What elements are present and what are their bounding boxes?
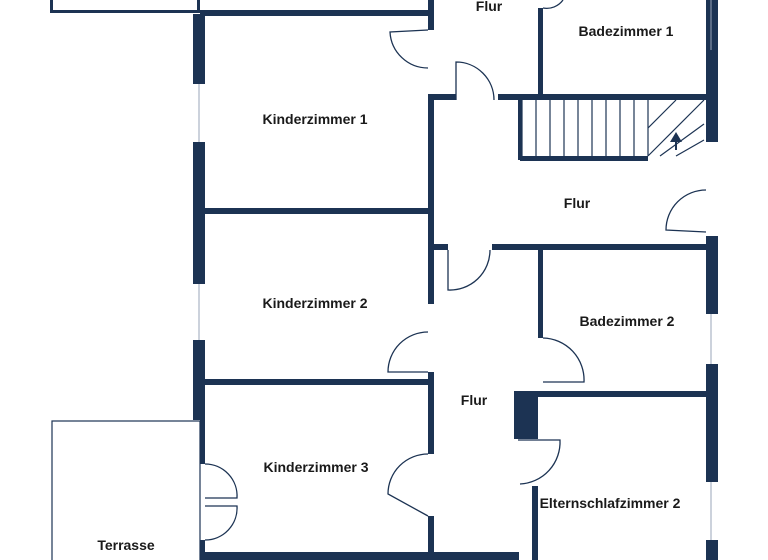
wall-right-5 bbox=[706, 540, 718, 560]
wall-flur-mid-left bbox=[434, 244, 448, 250]
wall-stair-bottom bbox=[520, 156, 648, 161]
wall-center-3 bbox=[428, 372, 434, 454]
wall-eltern-left bbox=[532, 486, 538, 560]
wall-right-4 bbox=[706, 364, 718, 482]
door-right-entrance[interactable] bbox=[665, 189, 707, 233]
wall-top-left-fragment bbox=[50, 0, 53, 13]
door-flur-top[interactable] bbox=[455, 61, 495, 101]
wall-corridor-stub bbox=[434, 94, 456, 100]
wall-right-2 bbox=[706, 50, 718, 142]
room-label-elternschlafzimmer-2: Elternschlafzimmer 2 bbox=[540, 495, 681, 511]
arrow-up-icon bbox=[670, 132, 682, 150]
wall-eltern-block bbox=[514, 391, 538, 439]
wall-flur-mid-bottom bbox=[492, 244, 718, 250]
room-label-flur-low: Flur bbox=[461, 392, 488, 408]
wall-stair-left bbox=[518, 100, 522, 160]
room-label-flur-mid: Flur bbox=[564, 195, 591, 211]
room-label-kinderzimmer-3: Kinderzimmer 3 bbox=[263, 459, 368, 475]
doors bbox=[204, 0, 707, 541]
wall-center-1 bbox=[428, 0, 434, 30]
wall-top-left-fragment-bottom bbox=[50, 10, 200, 13]
wall-left-5 bbox=[200, 540, 205, 560]
wall-center-4 bbox=[428, 516, 434, 560]
wall-bad1-left bbox=[538, 8, 543, 98]
terrasse-outline bbox=[51, 420, 201, 560]
wall-center-2 bbox=[428, 94, 434, 304]
wall-left-3 bbox=[193, 340, 205, 420]
room-label-badezimmer-2: Badezimmer 2 bbox=[580, 313, 675, 329]
door-kinderzimmer-1[interactable] bbox=[389, 29, 429, 69]
room-labels: Flur Badezimmer 1 Kinderzimmer 1 Flur Ki… bbox=[97, 0, 680, 553]
door-kinderzimmer-2[interactable] bbox=[387, 331, 429, 373]
walls bbox=[50, 0, 718, 560]
wall-left-2 bbox=[193, 142, 205, 284]
door-badezimmer-2[interactable] bbox=[542, 337, 585, 383]
wall-left-1 bbox=[193, 14, 205, 84]
wall-eltern-bottom bbox=[497, 552, 519, 560]
door-elternschlafzimmer-2[interactable] bbox=[518, 439, 561, 485]
door-badezimmer-1[interactable] bbox=[542, 0, 564, 9]
room-label-badezimmer-1: Badezimmer 1 bbox=[579, 23, 674, 39]
wall-right-1 bbox=[706, 0, 718, 50]
door-kinderzimmer-3[interactable] bbox=[387, 453, 429, 517]
room-label-kinderzimmer-1: Kinderzimmer 1 bbox=[262, 111, 367, 127]
wall-bad1-bottom bbox=[498, 94, 712, 100]
wall-left-4 bbox=[200, 420, 205, 464]
wall-bad2-left bbox=[538, 250, 543, 338]
room-label-terrasse: Terrasse bbox=[97, 537, 155, 553]
room-label-flur-top: Flur bbox=[476, 0, 503, 14]
wall-bad2-bottom bbox=[538, 391, 713, 397]
wall-bottom bbox=[200, 552, 500, 560]
room-label-kinderzimmer-2: Kinderzimmer 2 bbox=[262, 295, 367, 311]
door-terrasse[interactable] bbox=[204, 463, 238, 499]
wall-kinder1-kinder2 bbox=[200, 208, 432, 214]
wall-right-3 bbox=[706, 236, 718, 314]
wall-kinder2-kinder3 bbox=[200, 379, 432, 385]
wall-top-left-fragment-right bbox=[197, 0, 200, 13]
door-terrasse-2[interactable] bbox=[204, 505, 238, 541]
wall-top-kinder1 bbox=[200, 10, 432, 16]
door-flur-mid[interactable] bbox=[447, 249, 491, 291]
staircase bbox=[521, 99, 705, 157]
